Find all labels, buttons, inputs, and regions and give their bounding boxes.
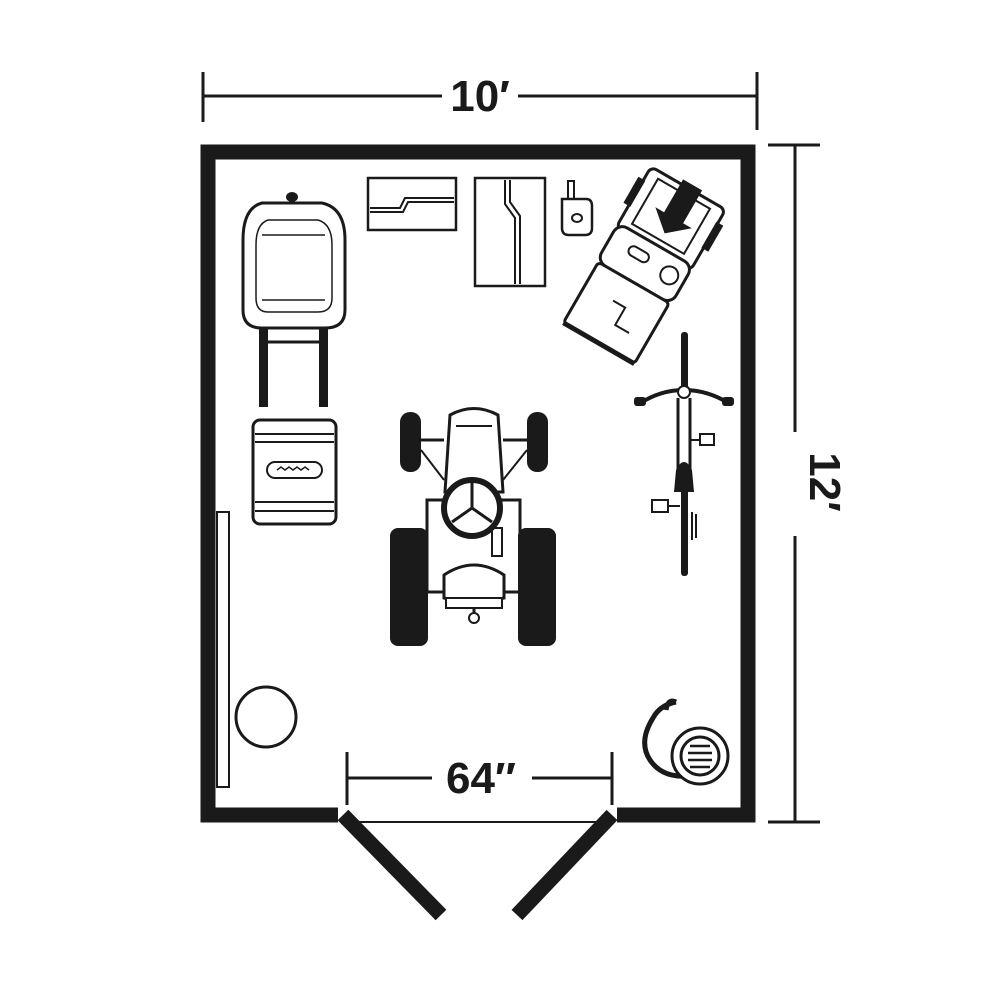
shed-walls bbox=[200, 144, 756, 823]
door-width-label: 64″ bbox=[446, 754, 516, 803]
small-tool-box-icon bbox=[473, 176, 547, 288]
grill-icon bbox=[241, 192, 347, 407]
width-label: 10′ bbox=[450, 72, 510, 121]
garden-tool-box-icon bbox=[366, 176, 458, 232]
bicycle-icon bbox=[634, 332, 734, 576]
garden-hose-reel-icon bbox=[642, 698, 730, 786]
door-width-dimension: 64″ bbox=[345, 752, 614, 805]
depth-dimension: 12′ bbox=[768, 143, 849, 824]
spray-bottle-icon bbox=[560, 180, 594, 237]
width-dimension: 10′ bbox=[201, 72, 759, 130]
round-planter-icon bbox=[234, 685, 298, 749]
push-mower-icon bbox=[562, 167, 725, 366]
riding-mower-icon bbox=[390, 407, 556, 646]
wall-shelf-icon bbox=[216, 511, 230, 788]
depth-label: 12′ bbox=[800, 452, 849, 512]
double-doors bbox=[337, 809, 618, 921]
storage-bin-icon bbox=[251, 418, 338, 526]
